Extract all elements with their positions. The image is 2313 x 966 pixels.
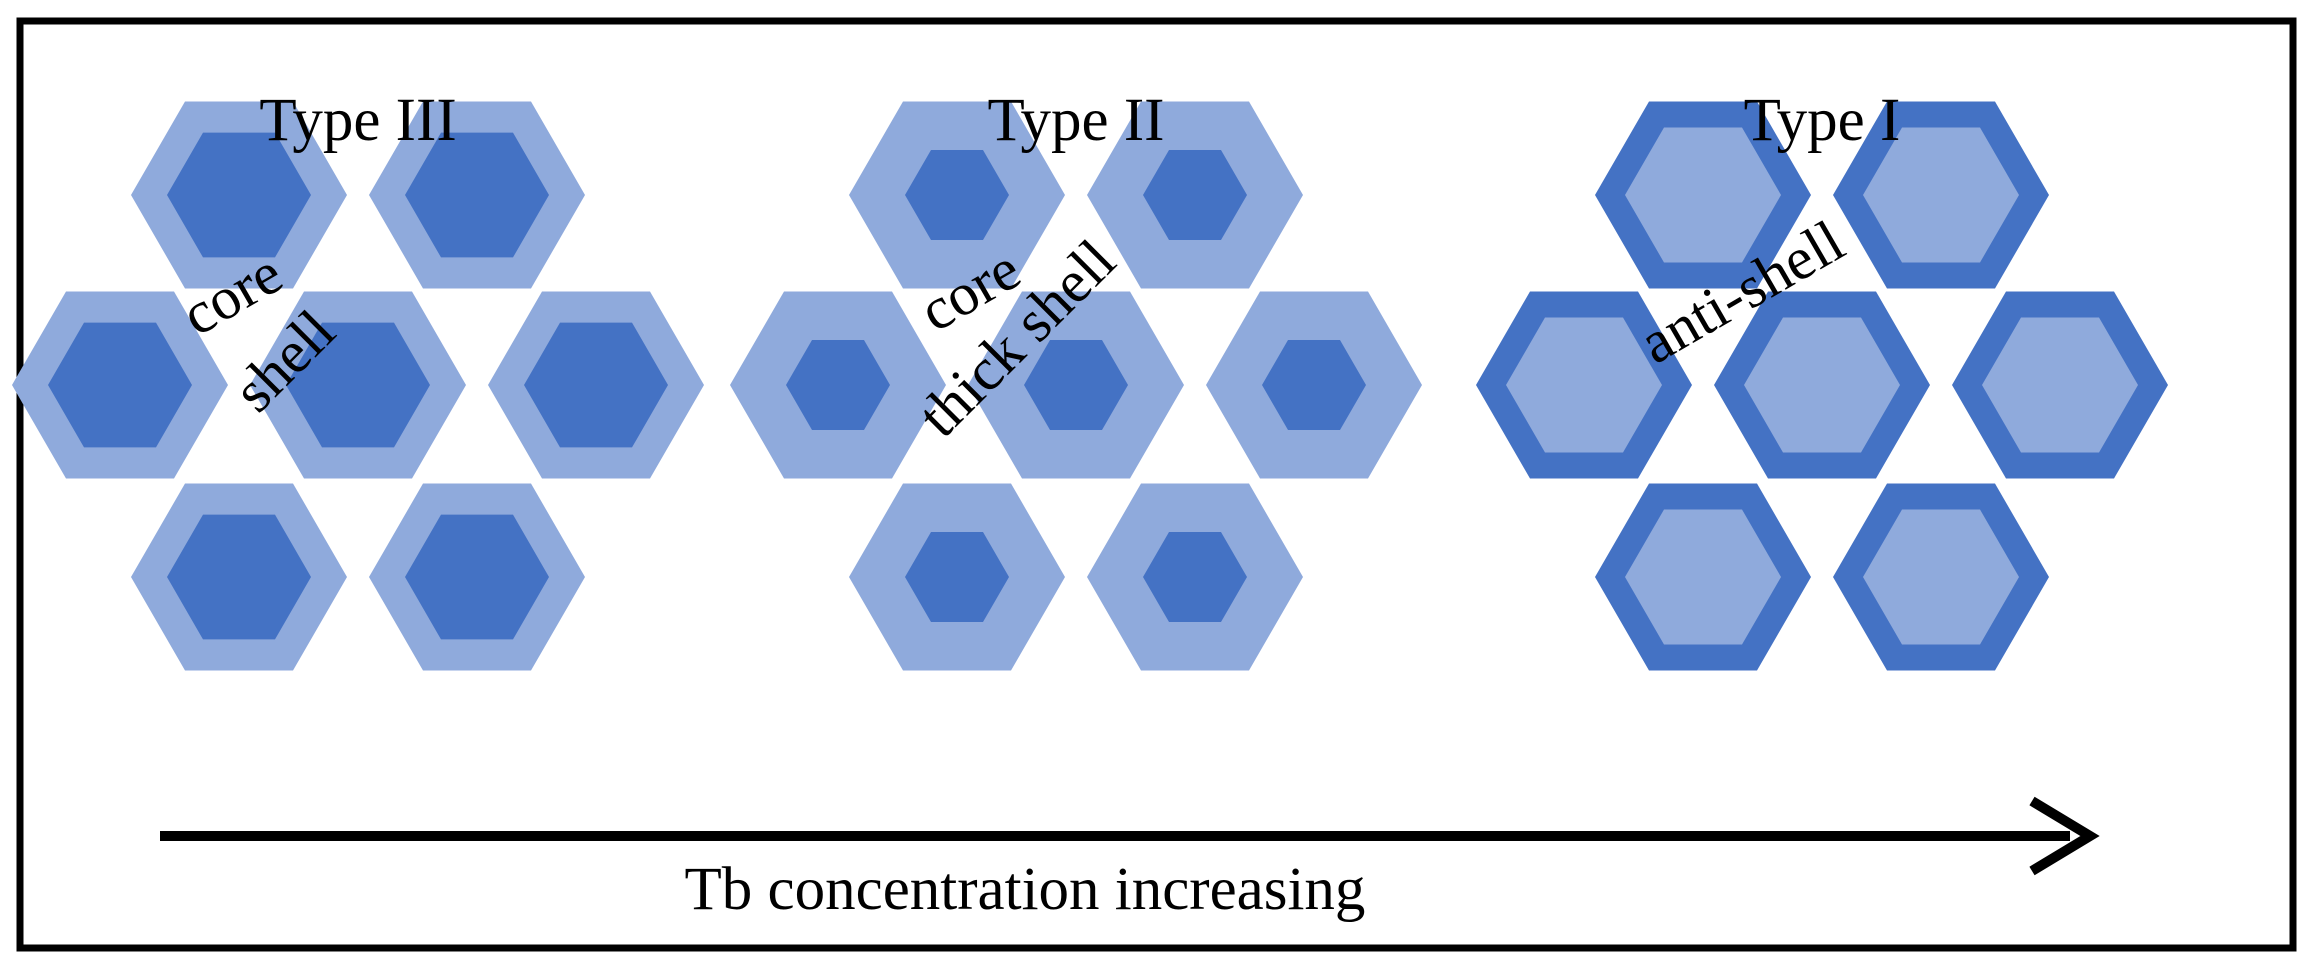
group-title-type-i: Type I bbox=[1744, 87, 1901, 154]
grain-type-ii-5 bbox=[1206, 291, 1422, 479]
grain-type-ii-4 bbox=[968, 291, 1184, 479]
grain-inner-hexagon bbox=[524, 322, 668, 448]
grain-inner-hexagon bbox=[405, 132, 549, 258]
grain-inner-hexagon bbox=[167, 514, 311, 640]
grain-type-iii-7 bbox=[369, 483, 585, 671]
grain-inner-hexagon bbox=[1143, 150, 1247, 240]
concentration-arrow-head bbox=[2029, 796, 2100, 876]
diagram-frame bbox=[16, 17, 2297, 952]
group-title-type-ii: Type II bbox=[988, 87, 1165, 154]
grain-inner-hexagon bbox=[1262, 340, 1366, 430]
grain-layer bbox=[12, 101, 2168, 671]
grain-inner-hexagon bbox=[1744, 317, 1900, 453]
grain-type-i-1 bbox=[1595, 101, 1811, 289]
grain-type-i-6 bbox=[1595, 483, 1811, 671]
grain-type-i-2 bbox=[1833, 101, 2049, 289]
grain-type-ii-3 bbox=[730, 291, 946, 479]
grain-type-iii-6 bbox=[131, 483, 347, 671]
grain-inner-hexagon bbox=[1982, 317, 2138, 453]
grain-inner-hexagon bbox=[1863, 127, 2019, 263]
grain-inner-hexagon bbox=[167, 132, 311, 258]
grain-type-iii-3 bbox=[12, 291, 228, 479]
grain-inner-hexagon bbox=[905, 150, 1009, 240]
grain-type-i-4 bbox=[1714, 291, 1930, 479]
grain-inner-hexagon bbox=[1863, 509, 2019, 645]
grain-inner-hexagon bbox=[1625, 509, 1781, 645]
group-title-type-iii: Type III bbox=[259, 87, 456, 154]
grain-inner-hexagon bbox=[405, 514, 549, 640]
axis-label: Tb concentration increasing bbox=[685, 856, 1366, 923]
grain-inner-hexagon bbox=[786, 340, 890, 430]
grain-type-iii-2 bbox=[369, 101, 585, 289]
grain-type-iii-5 bbox=[488, 291, 704, 479]
grain-type-i-7 bbox=[1833, 483, 2049, 671]
grain-type-ii-1 bbox=[849, 101, 1065, 289]
grain-inner-hexagon bbox=[48, 322, 192, 448]
grain-inner-hexagon bbox=[1024, 340, 1128, 430]
grain-type-i-3 bbox=[1476, 291, 1692, 479]
grain-type-iii-4 bbox=[250, 291, 466, 479]
grain-inner-hexagon bbox=[905, 532, 1009, 622]
grain-type-ii-2 bbox=[1087, 101, 1303, 289]
grain-inner-hexagon bbox=[286, 322, 430, 448]
grain-inner-hexagon bbox=[1506, 317, 1662, 453]
grain-type-ii-7 bbox=[1087, 483, 1303, 671]
grain-type-i-5 bbox=[1952, 291, 2168, 479]
grain-type-iii-1 bbox=[131, 101, 347, 289]
grain-inner-hexagon bbox=[1143, 532, 1247, 622]
grain-type-ii-6 bbox=[849, 483, 1065, 671]
grain-inner-hexagon bbox=[1625, 127, 1781, 263]
